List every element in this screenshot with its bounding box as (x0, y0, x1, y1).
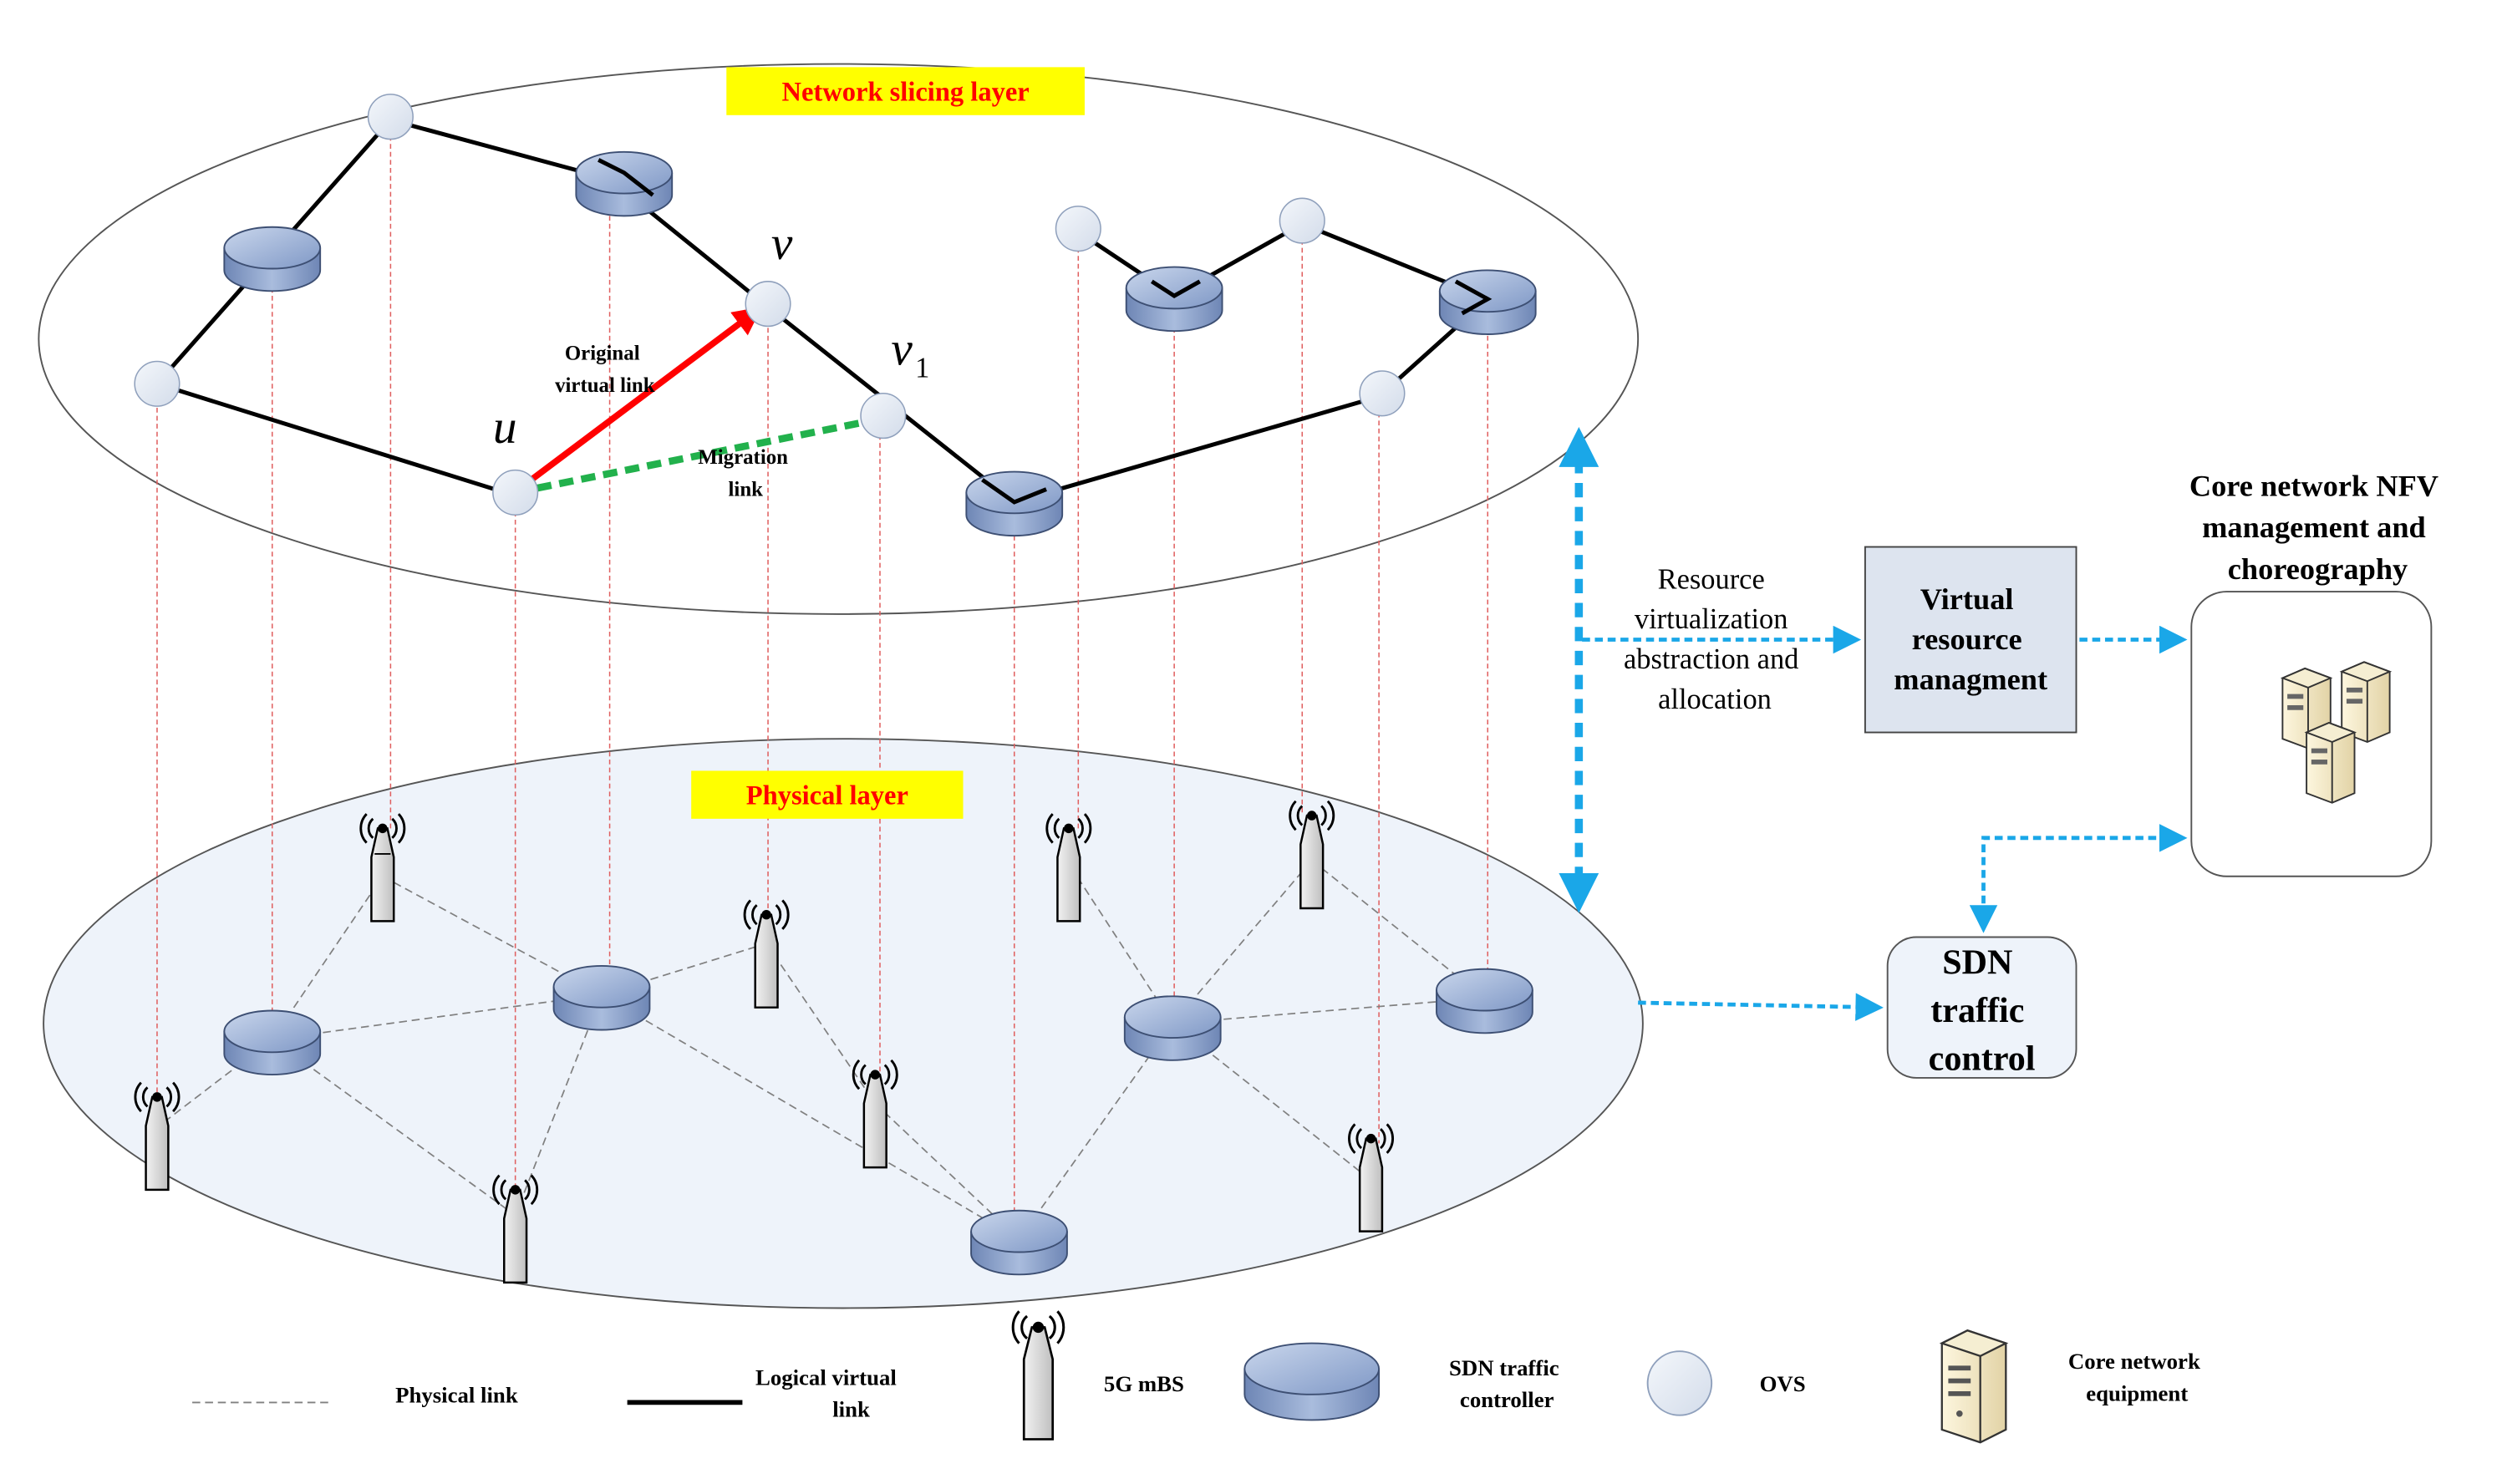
logical-virtual-links (155, 118, 1489, 505)
sdn-controller-node (552, 964, 651, 1031)
node-label-v1-subscript: 1 (915, 353, 929, 384)
5g-mbs-tower-icon (1045, 813, 1092, 922)
physical-controller-nodes (223, 964, 1533, 1276)
slicing-layer-title: Network slicing layer (782, 78, 1030, 108)
sdn-controller-node (1123, 995, 1222, 1061)
sdn-controller-node (970, 1209, 1068, 1276)
original-virtual-link-arrow (516, 306, 762, 492)
sdn-controller-node (575, 150, 674, 217)
node-label-v: v (771, 217, 793, 270)
migration-link (514, 415, 881, 496)
physical-layer-ellipse (43, 738, 1644, 1309)
sdn-traffic-control-label: SDN traffic control (1929, 943, 2036, 1078)
5g-mbs-tower-icon (743, 899, 790, 1009)
legend-sdn-controller-label: SDN traffic controller (1449, 1355, 1564, 1412)
to-sdn-traffic-arrow (1638, 993, 1884, 1021)
sdn-controller-node (1438, 269, 1537, 335)
5g-mbs-tower-icon (492, 1174, 539, 1284)
sdn-controller-node (1125, 266, 1223, 333)
node-label-v1: v (891, 323, 913, 375)
legend-physical-link-label: Physical link (395, 1382, 518, 1407)
legend-core-equipment-label: Core network equipment (2068, 1349, 2206, 1405)
5g-mbs-tower-icon (1289, 800, 1335, 910)
physical-layer-title: Physical layer (746, 781, 908, 811)
virtual-resource-management-label: Virtual resource managment (1894, 582, 2047, 696)
slicing-ovs-nodes (134, 94, 1406, 516)
legend-5g-mbs-label: 5G mBS (1104, 1371, 1184, 1396)
sdn-controller-node (1436, 968, 1533, 1034)
network-slicing-layer-ellipse (38, 63, 1640, 615)
slicing-layer-title-bg (726, 67, 1085, 115)
mbs-towers (134, 800, 1395, 1284)
logical-link-overlay (598, 158, 1493, 505)
legend-core-equipment-icon (1939, 1329, 2009, 1444)
sdn-controller-node (965, 470, 1064, 537)
node-label-u: u (493, 401, 517, 454)
legend-sdn-controller-icon (1243, 1342, 1381, 1421)
ovs-node (1279, 197, 1325, 244)
sdn-traffic-control-box (1886, 936, 2077, 1079)
legend-ovs-icon (1646, 1350, 1713, 1416)
slicing-controller-nodes (223, 150, 1537, 537)
legend-logical-link-label: Logical virtual link (755, 1365, 903, 1421)
ovs-node (1055, 206, 1101, 252)
5g-mbs-tower-icon (852, 1059, 898, 1169)
5g-mbs-tower-icon (134, 1081, 181, 1192)
resource-virtualization-text: Resource virtualization abstraction and … (1624, 563, 1806, 715)
ovs-node-u (492, 469, 539, 516)
core-network-nfv-title: Core network NFV management and choreogr… (2189, 469, 2446, 586)
5g-mbs-tower-icon (1348, 1123, 1395, 1232)
5g-mbs-tower-icon (359, 813, 406, 922)
core-server-cluster-icon (2280, 661, 2393, 804)
virtual-resource-management-box (1864, 546, 2077, 734)
ovs-node (367, 94, 414, 140)
ovs-node (134, 360, 181, 407)
ovs-node-v1 (860, 393, 907, 440)
legend-5g-mbs-icon (1011, 1310, 1065, 1441)
physical-layer-title-bg (691, 770, 964, 819)
legend-ovs-label: OVS (1760, 1371, 1806, 1396)
projection-lines (156, 119, 1489, 1248)
legend: Physical link Logical virtual link 5G mB… (192, 1310, 2206, 1444)
sdn-controller-node (223, 1009, 322, 1075)
ovs-node-v (745, 281, 791, 328)
migration-link-label: Migration link (698, 446, 793, 501)
ovs-node (1359, 370, 1406, 417)
core-to-sdn-arrow (1969, 824, 2188, 933)
sdn-controller-node (223, 226, 322, 292)
original-link-label: Original virtual link (555, 343, 655, 397)
